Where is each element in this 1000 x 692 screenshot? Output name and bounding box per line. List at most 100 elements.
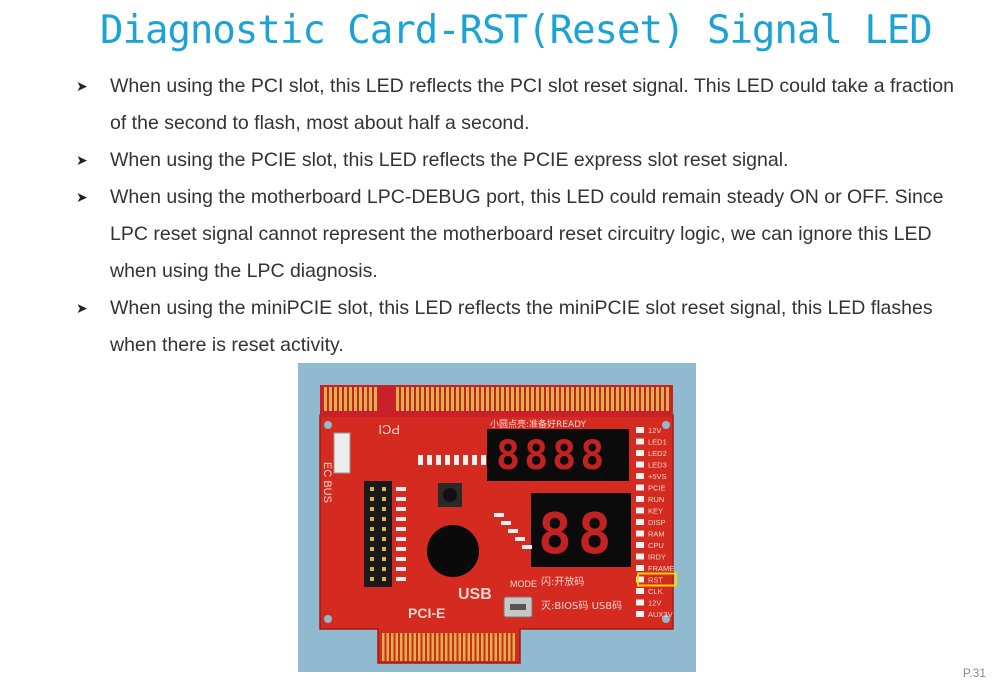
status-led: [636, 438, 644, 445]
gold-finger: [636, 387, 639, 411]
status-led: [636, 611, 644, 617]
gold-finger: [461, 387, 464, 411]
header-pin: [370, 537, 374, 541]
bullet-text: When using the PCI slot, this LED reflec…: [110, 75, 954, 134]
gold-finger: [606, 387, 609, 411]
header-pin: [370, 547, 374, 551]
resistor: [396, 557, 406, 561]
resistor: [396, 497, 406, 501]
header-pin: [382, 507, 386, 511]
resistor: [396, 507, 406, 511]
resistor: [396, 567, 406, 571]
status-led-label: KEY: [648, 507, 663, 516]
status-led: [636, 507, 644, 514]
gold-finger: [339, 387, 342, 411]
gold-finger: [451, 387, 454, 411]
gold-finger: [536, 387, 539, 411]
gold-finger: [521, 387, 524, 411]
gold-finger: [471, 387, 474, 411]
bullet-text: When using the miniPCIE slot, this LED r…: [110, 297, 933, 356]
header-pin: [370, 497, 374, 501]
gold-finger: [364, 387, 367, 411]
arrowhead-bullet-icon: ➤: [76, 189, 88, 205]
page-number: P.31: [962, 666, 986, 680]
resistor: [396, 577, 406, 581]
status-led: [636, 450, 644, 456]
header-pin: [370, 507, 374, 511]
gold-finger: [641, 387, 644, 411]
gold-finger: [512, 633, 515, 661]
diagnostic-card-illustration: PCI EC BUS 8888 小圆点亮:准备好READY 88 12VLED1…: [319, 385, 677, 664]
header-pin: [382, 527, 386, 531]
status-led-label: FRAME: [648, 564, 674, 573]
mounting-hole: [662, 615, 670, 623]
smd-component: [481, 455, 486, 465]
header-pin: [382, 487, 386, 491]
gold-finger: [467, 633, 470, 661]
gold-finger: [422, 633, 425, 661]
mounting-hole: [324, 421, 332, 429]
gold-finger: [391, 633, 394, 661]
bottom-chinese-label-1: 闪:开放码: [541, 575, 584, 588]
status-led: [636, 576, 644, 583]
status-led-label: LED3: [648, 461, 667, 470]
header-pin: [382, 547, 386, 551]
status-led: [636, 542, 644, 548]
bullet-item: ➤ When using the PCI slot, this LED refl…: [72, 68, 972, 142]
gold-finger: [651, 387, 654, 411]
pcie-edge-pins: [382, 633, 515, 661]
bottom-chinese-label-2: 灭:BIOS码 USB码: [541, 600, 622, 612]
smd-component: [463, 455, 468, 465]
gold-finger: [463, 633, 466, 661]
status-led: [636, 519, 644, 525]
gold-finger: [501, 387, 504, 411]
resistor: [396, 527, 406, 531]
gold-finger: [416, 387, 419, 411]
status-led-label: LED2: [648, 449, 667, 458]
status-led: [636, 565, 644, 571]
rst-highlight-box: [637, 572, 677, 587]
pci-label: PCI: [378, 422, 400, 437]
status-led: [636, 530, 644, 537]
resistor: [396, 547, 406, 551]
gold-finger: [400, 633, 403, 661]
pin-header: [364, 481, 392, 587]
gold-finger: [576, 387, 579, 411]
header-pin: [382, 557, 386, 561]
status-led-label: RST: [648, 576, 663, 585]
gold-finger: [591, 387, 594, 411]
status-led-label: CPU: [648, 541, 664, 550]
gold-finger: [476, 387, 479, 411]
gold-finger: [586, 387, 589, 411]
gold-finger: [646, 387, 649, 411]
gold-finger: [436, 633, 439, 661]
smd-component: [494, 513, 504, 517]
gold-finger: [508, 633, 511, 661]
smd-component: [515, 537, 525, 541]
gold-finger: [431, 633, 434, 661]
status-led: [636, 599, 644, 606]
buzzer: [427, 525, 479, 577]
gold-finger: [374, 387, 377, 411]
gold-finger: [511, 387, 514, 411]
gold-finger: [449, 633, 452, 661]
gold-finger: [546, 387, 549, 411]
gold-finger: [369, 387, 372, 411]
status-led: [636, 473, 644, 479]
gold-finger: [481, 387, 484, 411]
gold-finger: [354, 387, 357, 411]
pin-header-pins: [370, 487, 406, 581]
status-led: [636, 484, 644, 491]
usb-label: USB: [458, 586, 492, 603]
gold-finger: [561, 387, 564, 411]
gold-finger: [526, 387, 529, 411]
gold-finger: [418, 633, 421, 661]
resistor: [396, 517, 406, 521]
gold-finger: [458, 633, 461, 661]
mounting-hole: [662, 421, 670, 429]
top-chinese-label: 小圆点亮:准备好READY: [490, 418, 587, 430]
gold-finger: [485, 633, 488, 661]
gold-finger: [486, 387, 489, 411]
gold-finger: [631, 387, 634, 411]
